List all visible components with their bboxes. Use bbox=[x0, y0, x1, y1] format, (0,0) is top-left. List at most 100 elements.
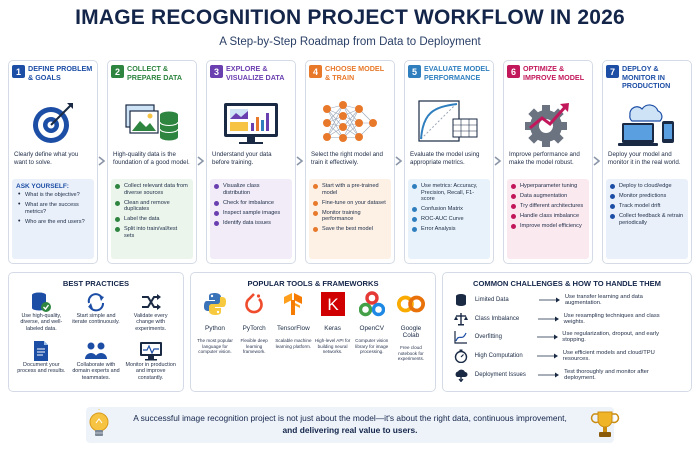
best-practice-text: Use high-quality, diverse, and well-labe… bbox=[20, 313, 63, 332]
tool-description: Scalable machine learning platform. bbox=[275, 338, 312, 349]
iterate-icon bbox=[85, 291, 107, 313]
best-practices-panel: BEST PRACTICES Use high-quality, diverse… bbox=[8, 272, 184, 392]
challenge-name: High Computation bbox=[474, 353, 523, 360]
challenge-solution: Use resampling techniques and class weig… bbox=[563, 312, 660, 325]
arrow-right-icon bbox=[538, 372, 564, 378]
checklist: Collect relevant data from diverse sourc… bbox=[115, 183, 189, 240]
step-number: 5 bbox=[408, 65, 421, 78]
svg-text:K: K bbox=[327, 295, 339, 314]
arrow-right-icon bbox=[538, 297, 565, 303]
best-practice-text: Document your process and results. bbox=[17, 362, 66, 375]
tools-title: POPULAR TOOLS & FRAMEWORKS bbox=[247, 279, 379, 288]
database-icon bbox=[453, 293, 469, 307]
lightbulb-icon bbox=[89, 409, 109, 436]
checklist-item: Label the data bbox=[115, 216, 189, 223]
tool-description: High-level API for building neural netwo… bbox=[314, 338, 351, 355]
challenge-solution: Use transfer learning and data augmentat… bbox=[564, 294, 643, 307]
best-practices-title: BEST PRACTICES bbox=[62, 279, 130, 288]
best-practice-item: Monitor in production and improve consta… bbox=[124, 340, 177, 387]
checklist-item: Start with a pre-trained model bbox=[313, 183, 387, 196]
checklist-item: Hyperparameter tuning bbox=[511, 183, 585, 190]
page-subtitle: A Step-by-Step Roadmap from Data to Depl… bbox=[219, 36, 481, 48]
best-practice-text: Collaborate with domain experts and team… bbox=[72, 362, 120, 381]
checklist-item: Track model drift bbox=[610, 203, 684, 210]
checklist-item: Visualize class distribution bbox=[214, 183, 288, 196]
step-checklist: ASK YOURSELF:What is the objective?What … bbox=[12, 179, 94, 259]
challenge-solution: Use regularization, dropout, and early s… bbox=[562, 331, 659, 344]
team-icon bbox=[84, 340, 108, 362]
checklist-item: Monitor predictions bbox=[610, 193, 684, 200]
checklist-item: Improve model efficiency bbox=[511, 223, 585, 230]
tool-name: OpenCV bbox=[359, 325, 384, 332]
step-description: Deploy your model and monitor it in the … bbox=[608, 151, 681, 166]
step-number: 3 bbox=[210, 65, 223, 78]
checklist-item: Split into train/val/test bbox=[115, 226, 189, 233]
challenges-title: COMMON CHALLENGES & HOW TO HANDLE THEM bbox=[472, 279, 661, 288]
banner-text: A successful image recognition project i… bbox=[126, 412, 574, 436]
best-practice-text: Start simple and iterate continuously. bbox=[72, 313, 120, 326]
neural-network-icon bbox=[306, 95, 394, 151]
pytorch-logo-icon bbox=[240, 291, 268, 317]
checklist-item: What are the success metrics? bbox=[16, 202, 90, 215]
tool-name: PyTorch bbox=[242, 325, 266, 332]
checklist-item: Identify data issues bbox=[214, 220, 288, 227]
tool-name: Python bbox=[205, 325, 225, 332]
step-arrow-icon bbox=[395, 156, 403, 166]
step-description: Select the right model and train it effe… bbox=[311, 151, 383, 166]
monitor-pulse-icon bbox=[139, 340, 163, 362]
checklist-item: Collect relevant data from diverse sourc… bbox=[115, 183, 189, 196]
checklist-item: Handle class imbalance bbox=[511, 213, 585, 220]
arrow-right-icon bbox=[536, 334, 562, 340]
checklist-item: Check for imbalance bbox=[214, 200, 288, 207]
checklist-item: Confusion Matrix bbox=[412, 206, 486, 213]
checklist-item: Error Analysis bbox=[412, 226, 486, 233]
banner-line-1: A successful image recognition project i… bbox=[133, 413, 567, 423]
balance-scale-icon bbox=[453, 312, 469, 326]
checklist-item: Use metrics: Accuracy, Precision, Recall… bbox=[412, 183, 486, 203]
database-check-icon bbox=[30, 291, 52, 313]
step-arrow-icon bbox=[593, 156, 601, 166]
challenge-name: Overfitting bbox=[474, 334, 502, 341]
checklist-item: ROC-AUC Curve bbox=[412, 216, 486, 223]
step-title: EXPLORE & VISUALIZE DATA bbox=[226, 64, 285, 82]
arrow-right-icon bbox=[537, 353, 562, 359]
best-practice-text: Validate every change with experiments. bbox=[133, 313, 168, 332]
checklist-item: Save the best model bbox=[313, 226, 387, 233]
step-arrow-icon bbox=[197, 156, 205, 166]
trophy-icon bbox=[590, 411, 620, 437]
best-practice-text: Monitor in production and improve consta… bbox=[125, 362, 176, 381]
challenge-row: High Computation Use efficient models and… bbox=[453, 347, 681, 366]
challenge-name: Class Imbalance bbox=[474, 315, 520, 322]
step-description: Clearly define what you want to solve. bbox=[14, 151, 79, 166]
best-practice-item: Start simple and iterate continuously. bbox=[70, 291, 123, 338]
overfit-curve-icon bbox=[453, 330, 469, 345]
checklist-item: sets bbox=[124, 233, 135, 240]
checklist-item: Deploy to cloud/edge bbox=[610, 183, 684, 190]
shuffle-icon bbox=[140, 291, 162, 313]
challenge-solution: Use efficient models and cloud/TPU resou… bbox=[562, 350, 655, 363]
step-title: OPTIMIZE & IMPROVE MODEL bbox=[523, 64, 585, 82]
checklist-heading: ASK YOURSELF: bbox=[16, 183, 69, 190]
tool-name: Google Colab bbox=[400, 325, 422, 339]
